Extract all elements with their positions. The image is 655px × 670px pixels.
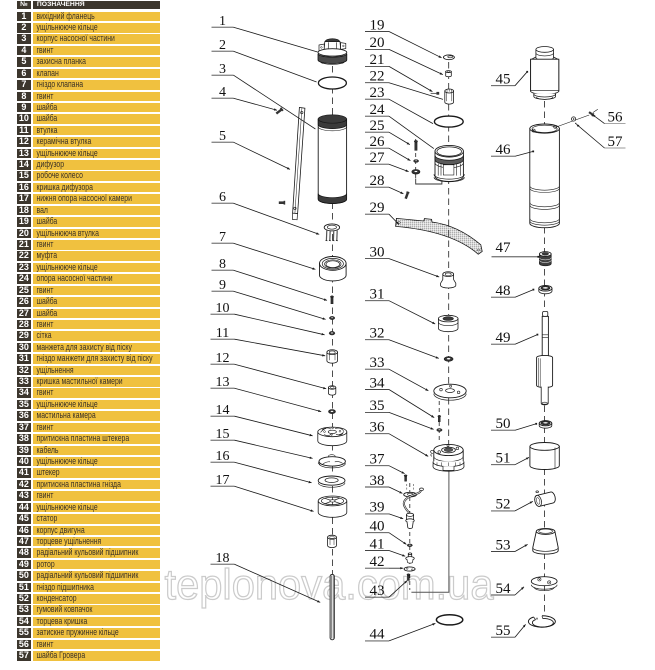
svg-text:teplonova.com.ua: teplonova.com.ua [165,561,494,609]
svg-text:11: 11 [216,326,229,341]
svg-text:7: 7 [219,230,226,245]
svg-text:24: 24 [370,102,386,118]
svg-text:41: 41 [370,536,385,552]
svg-text:21: 21 [370,52,385,68]
svg-text:32: 32 [370,326,385,342]
svg-text:10: 10 [216,301,230,316]
svg-text:31: 31 [370,287,385,303]
svg-text:35: 35 [370,398,385,414]
svg-text:40: 40 [370,519,385,535]
svg-text:13: 13 [216,375,230,390]
svg-text:33: 33 [370,355,385,371]
svg-text:19: 19 [370,17,385,33]
svg-text:15: 15 [216,427,230,442]
svg-text:45: 45 [496,72,511,88]
svg-text:26: 26 [370,134,386,150]
svg-text:34: 34 [370,375,386,391]
svg-text:5: 5 [219,129,226,144]
svg-text:49: 49 [496,330,511,346]
svg-text:17: 17 [216,473,230,488]
svg-text:14: 14 [216,403,230,418]
svg-text:37: 37 [370,452,386,468]
svg-text:57: 57 [608,134,624,150]
svg-text:55: 55 [496,623,511,639]
svg-text:47: 47 [496,240,512,256]
svg-text:52: 52 [496,497,511,513]
svg-text:2: 2 [219,38,226,53]
svg-text:48: 48 [496,283,511,299]
svg-text:44: 44 [370,627,386,643]
svg-text:6: 6 [219,190,226,205]
svg-text:23: 23 [370,85,385,101]
svg-text:46: 46 [496,142,512,158]
svg-text:39: 39 [370,500,385,516]
svg-text:9: 9 [219,278,226,293]
svg-text:51: 51 [496,451,511,467]
svg-text:28: 28 [370,173,385,189]
svg-text:1: 1 [219,14,226,29]
svg-text:4: 4 [219,85,226,100]
svg-text:25: 25 [370,118,385,134]
svg-text:30: 30 [370,244,385,260]
svg-text:16: 16 [216,449,230,464]
svg-text:12: 12 [216,351,230,366]
svg-text:20: 20 [370,35,385,51]
svg-text:54: 54 [496,581,512,597]
svg-text:36: 36 [370,420,386,436]
svg-text:27: 27 [370,150,386,166]
svg-text:56: 56 [608,109,624,125]
svg-text:8: 8 [219,257,226,272]
svg-text:53: 53 [496,537,511,553]
svg-text:50: 50 [496,416,511,432]
svg-text:29: 29 [370,200,385,216]
svg-text:38: 38 [370,473,385,489]
svg-text:18: 18 [216,551,230,566]
svg-text:42: 42 [370,554,385,570]
svg-text:22: 22 [370,69,385,85]
svg-text:3: 3 [219,62,226,77]
svg-text:43: 43 [370,583,385,599]
